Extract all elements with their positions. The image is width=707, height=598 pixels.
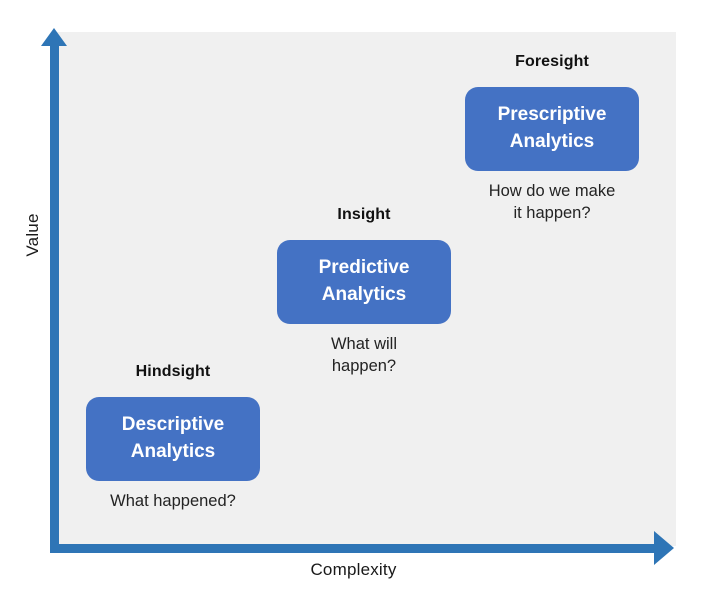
stage-insight-box-line1: Predictive — [318, 257, 410, 279]
arrow-up-icon — [41, 28, 67, 46]
stage-insight-box[interactable]: Predictive Analytics — [277, 240, 451, 324]
x-axis-title: Complexity — [310, 560, 397, 579]
y-axis-title: Value — [23, 213, 42, 257]
stage-hindsight-box-line2: Analytics — [130, 441, 216, 462]
stage-insight-heading: Insight — [337, 206, 391, 223]
stage-hindsight-box[interactable]: Descriptive Analytics — [86, 397, 260, 481]
stage-foresight-caption-line1: How do we make — [488, 182, 616, 200]
stage-insight-caption: What will happen? — [277, 333, 451, 378]
stage-foresight-caption: How do we make it happen? — [465, 180, 639, 225]
stage-insight-caption-line2: happen? — [331, 357, 397, 376]
stage-hindsight-box-line1: Descriptive — [121, 414, 225, 436]
stage-hindsight-heading: Hindsight — [135, 363, 211, 380]
arrow-right-icon — [654, 531, 674, 565]
stage-insight-box-line2: Analytics — [321, 284, 407, 305]
stage-foresight-box-line1: Prescriptive — [497, 104, 607, 126]
stage-foresight-box[interactable]: Prescriptive Analytics — [465, 87, 639, 171]
x-axis-line — [50, 544, 656, 553]
stage-foresight-caption-line2: it happen? — [513, 204, 591, 223]
y-axis-line — [50, 44, 59, 553]
stage-hindsight-caption-line1: What happened? — [110, 492, 236, 510]
stage-foresight-box-line2: Analytics — [509, 131, 595, 152]
stage-insight-caption-line1: What will — [330, 335, 397, 353]
stage-hindsight-caption: What happened? — [86, 490, 260, 512]
stage-foresight-heading: Foresight — [515, 53, 589, 70]
